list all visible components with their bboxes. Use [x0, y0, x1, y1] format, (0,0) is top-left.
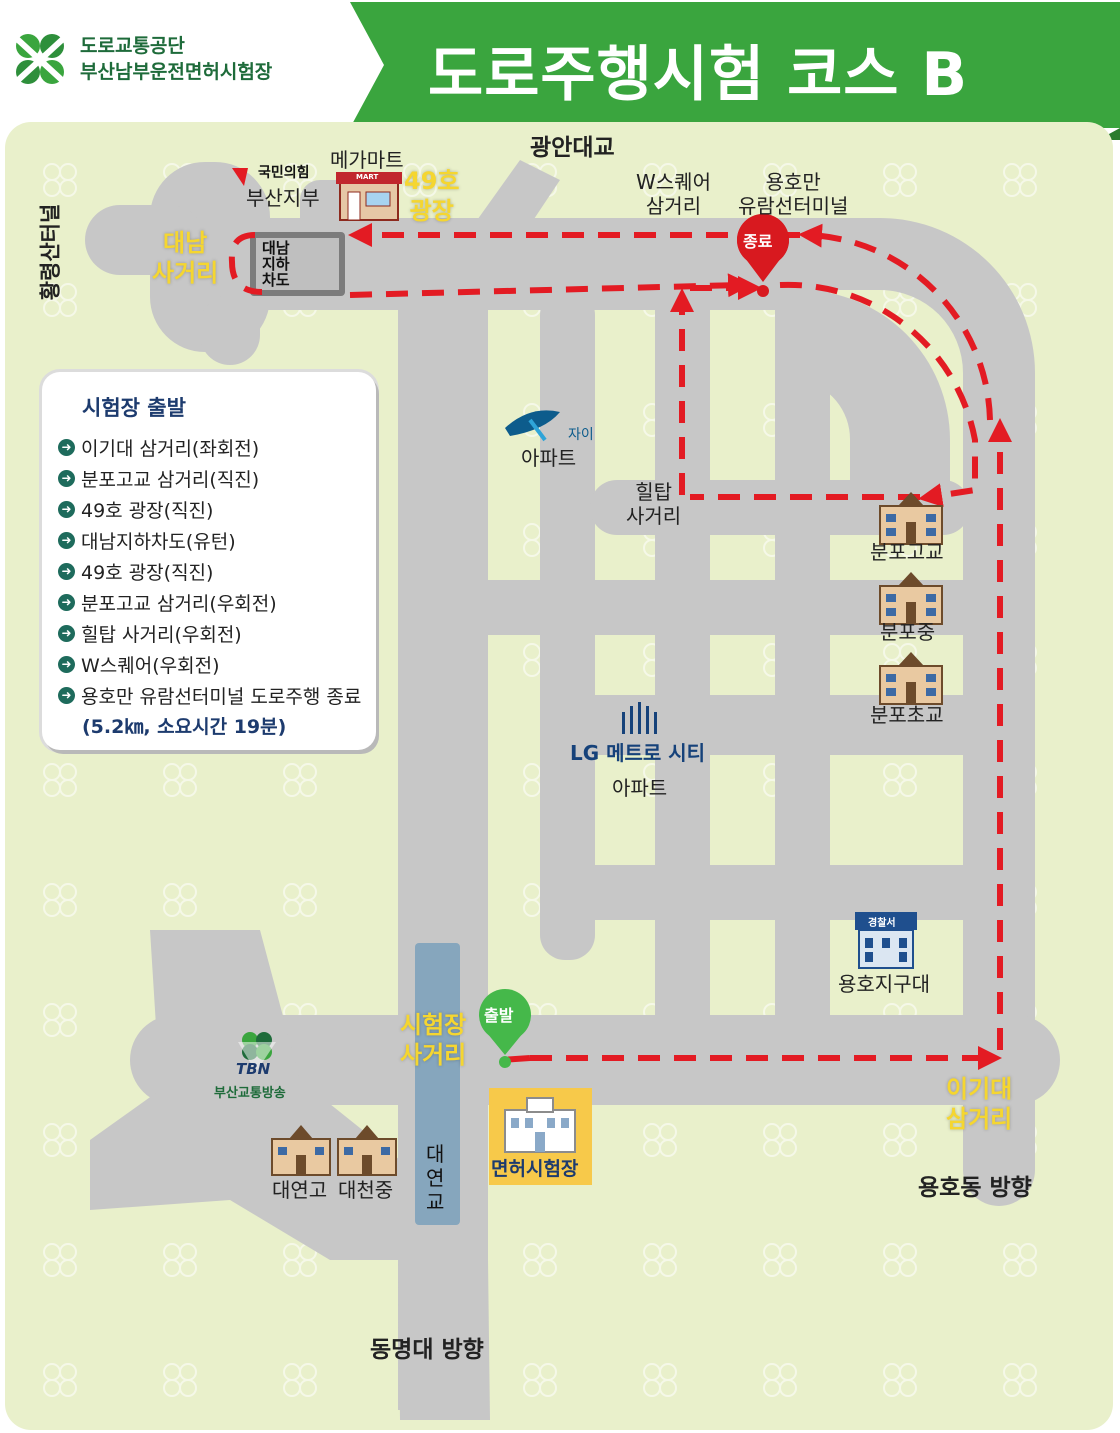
label-xi: 자이	[568, 427, 594, 443]
legend-step: ➜49호 광장(직진)	[58, 558, 213, 585]
school-daeyeon-icon	[271, 1125, 331, 1176]
daenam-underpass	[250, 232, 345, 296]
label-bunpo-high: 분포고교	[870, 540, 944, 564]
label-wsquare: W스퀘어 삼거리	[636, 170, 711, 218]
license-center-building-icon	[504, 1097, 576, 1153]
arrow-right-circle-icon: ➜	[58, 656, 75, 673]
school-daecheon-icon	[337, 1125, 397, 1176]
arrow-right-circle-icon: ➜	[58, 439, 75, 456]
label-start-pin: 출발	[484, 1006, 514, 1025]
label-police-sign: 경찰서	[868, 918, 896, 929]
label-daeyeon-high: 대연고	[272, 1178, 328, 1202]
arrow-right-circle-icon: ➜	[58, 563, 75, 580]
megamart-icon	[336, 172, 402, 221]
arrow-right-circle-icon: ➜	[58, 532, 75, 549]
arrow-right-circle-icon: ➜	[58, 470, 75, 487]
label-license-center: 면허시험장	[491, 1158, 579, 1180]
school-bunpo-high-icon	[879, 492, 943, 545]
label-tbn-name: 부산교통방송	[214, 1086, 286, 1101]
label-busan-branch: 부산지부	[246, 186, 320, 210]
label-yonghoman: 용호만 유람선터미널	[738, 170, 849, 218]
label-lg-metro: LG 메트로 시티	[570, 741, 706, 765]
legend-title: 시험장 출발	[82, 396, 186, 420]
lg-metro-icon	[622, 702, 657, 734]
label-daeyeon-bridge: 대 연 교	[426, 1142, 445, 1214]
label-mart-sign: MART	[356, 173, 379, 181]
label-lg-apt: 아파트	[612, 776, 668, 800]
label-daenam-underpass: 대남 지하 차도	[262, 239, 290, 289]
label-ppp: 국민의힘	[258, 165, 310, 181]
label-end-pin: 종료	[743, 232, 773, 251]
police-station-icon	[855, 912, 917, 969]
tbn-logo-icon	[238, 1032, 276, 1072]
end-pin	[737, 214, 789, 297]
clover-logo-icon	[13, 34, 67, 85]
route-legend-card: 시험장 출발 ➜이기대 삼거리(좌회전) ➜분포고교 삼거리(직진) ➜49호 …	[42, 372, 376, 750]
label-gwangan-bridge: 광안대교	[530, 135, 615, 161]
label-dongmyeong-dir: 동명대 방향	[370, 1337, 484, 1363]
label-plaza-49: 49호 광장	[404, 167, 460, 225]
org-name-2: 부산남부운전면허시험장	[80, 61, 273, 83]
arrow-right-circle-icon: ➜	[58, 501, 75, 518]
label-exam-cross: 시험장 사거리	[400, 1011, 467, 1069]
label-megamart: 메가마트	[330, 148, 404, 172]
label-hwangnyeong-tunnel-wrap: 황령산터널	[38, 188, 88, 328]
page-title: 도로주행시험 코스 B	[428, 40, 969, 110]
legend-summary: (5.2㎞, 소요시간 19분)	[82, 716, 287, 738]
legend-step: ➜힐탑 사거리(우회전)	[58, 620, 242, 647]
legend-step: ➜W스퀘어(우회전)	[58, 651, 220, 678]
arrow-right-circle-icon: ➜	[58, 594, 75, 611]
header-logo	[8, 30, 72, 90]
arrow-right-circle-icon: ➜	[58, 625, 75, 642]
org-name-1: 도로교통공단	[80, 35, 185, 57]
ppp-icon	[232, 168, 248, 186]
label-daenam-cross: 대남 사거리	[152, 229, 219, 287]
label-yongho-police: 용호지구대	[838, 972, 930, 996]
legend-step: ➜분포고교 삼거리(우회전)	[58, 589, 277, 616]
label-daecheon-mid: 대천중	[338, 1178, 394, 1202]
legend-step: ➜용호만 유람선터미널 도로주행 종료	[58, 682, 361, 709]
start-pin	[479, 989, 531, 1068]
driving-route	[228, 223, 1012, 1070]
label-hilltop: 힐탑 사거리	[626, 480, 682, 528]
legend-step: ➜49호 광장(직진)	[58, 496, 213, 523]
xi-logo-icon	[505, 410, 560, 442]
label-igidae: 이기대 삼거리	[946, 1075, 1013, 1133]
label-bunpo-middle: 분포중	[880, 620, 936, 644]
label-tbn: TBN	[236, 1060, 271, 1078]
school-bunpo-middle-icon	[879, 572, 943, 625]
label-yonghodong-dir: 용호동 방향	[918, 1175, 1032, 1201]
school-bunpo-elem-icon	[879, 652, 943, 705]
label-hwangnyeong-tunnel: 황령산터널	[38, 203, 63, 301]
label-bunpo-elem: 분포초교	[870, 703, 944, 727]
arrow-right-circle-icon: ➜	[58, 687, 75, 704]
daeyeon-bridge	[415, 943, 460, 1225]
label-xi-apt: 아파트	[521, 446, 577, 470]
legend-step: ➜이기대 삼거리(좌회전)	[58, 434, 259, 461]
legend-step: ➜분포고교 삼거리(직진)	[58, 465, 259, 492]
legend-step: ➜대남지하차도(유턴)	[58, 527, 236, 554]
